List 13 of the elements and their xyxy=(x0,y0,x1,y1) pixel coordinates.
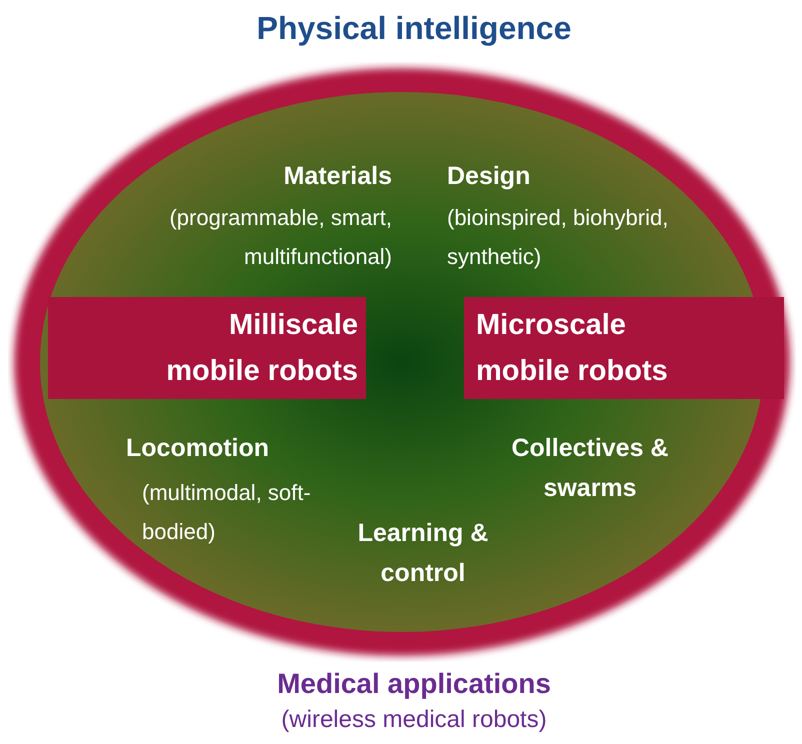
heading-text: Locomotion xyxy=(126,433,270,464)
band-label: Milliscale mobile robots xyxy=(48,297,366,399)
description-text: (multimodal, soft-bodied) xyxy=(142,479,312,546)
heading-text: Design xyxy=(447,161,532,192)
description-text: (programmable, smart, multifunctional) xyxy=(168,204,392,271)
description-text: (wireless medical robots) xyxy=(280,706,548,734)
title: Physical intelligence xyxy=(256,10,572,47)
description-text: (bioinspired, biohybrid, synthetic) xyxy=(447,204,670,271)
heading-text: Learning & control xyxy=(356,518,490,589)
heading-text: Medical applications xyxy=(276,668,552,700)
heading-text: Materials xyxy=(282,161,392,192)
heading-text: Collectives & swarms xyxy=(510,433,670,504)
band-label: Microscale mobile robots xyxy=(464,297,784,399)
